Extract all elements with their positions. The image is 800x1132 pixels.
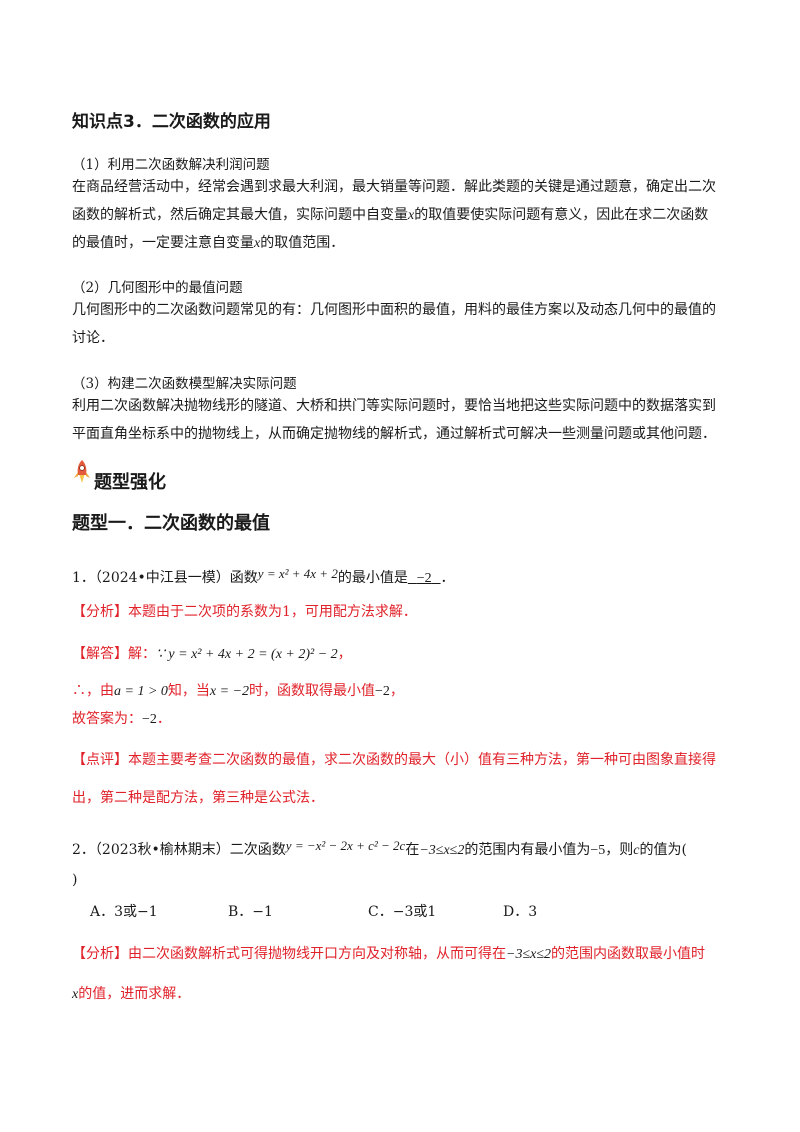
q1-stem: 1．（2024•中江县一模）函数y = x² + 4x + 2的最小值是 −2 … [72,560,455,593]
option-value: 3或−1 [114,904,158,920]
math-expression: a = 1 > 0 [114,684,168,699]
text-run: 本题由于二次项的系数为1，可用配方法求解． [128,604,417,620]
math-var: c [633,843,640,858]
text-run: 的取值要使实际问题有意义，因此在求二次函数 [414,207,709,223]
math-range: −3≤x≤2 [506,947,552,962]
q1-comment-line2: 出，第二种是配方法，第三种是公式法． [72,790,324,806]
q1-analysis: 【分析】本题由于二次项的系数为1，可用配方法求解． [72,598,417,626]
text-run: 本题主要考查二次函数的最值，求二次函数的最大（小）值有三种方法，第一种可由图象直… [128,752,716,768]
answer-blank: −2 [408,570,441,586]
math-expression: −2 [142,712,157,727]
text-run: 由二次函数解析式可得抛物线开口方向及对称轴，从而可得在 [128,946,506,962]
text-run: 的最小值是 [337,570,408,586]
q2-stem-cont: ) [72,872,78,888]
kp3-s2-line1: 几何图形中的二次函数问题常见的有：几何图形中面积的最值，用料的最佳方案以及动态几… [72,302,716,318]
kp3-s2-title: （2）几何图形中的最值问题 [72,280,243,296]
text-run: ， [337,646,352,662]
q1-comment-line1: 【点评】本题主要考查二次函数的最值，求二次函数的最大（小）值有三种方法，第一种可… [72,746,716,774]
math-range: −3≤x≤2 [419,843,465,858]
kp3-s3-line2: 平面直角坐标系中的抛物线上，从而确定抛物线的解析式，通过解析式可解决一些测量问题… [72,426,716,442]
text-run: 1．（2024•中江县一模）函数 [72,570,258,586]
option-label: D． [503,904,529,920]
math-expression: −5 [590,843,606,858]
text-run: 的范围内函数取最小值时 [551,946,706,962]
q2-analysis-line1: 【分析】由二次函数解析式可得抛物线开口方向及对称轴，从而可得在−3≤x≤2的范围… [72,940,705,969]
text-run: 故答案为： [72,711,142,727]
math-var: x [408,208,415,223]
kp3-s1-line3: 的最值时，一定要注意自变量x的取值范围． [72,229,344,258]
q2-option-d[interactable]: D．3 [503,898,537,926]
text-run: 的值，进而求解． [78,986,191,1002]
analysis-tag: 【分析】 [72,604,128,620]
q1-solution-line2: ∴，由a = 1 > 0知，当x = −2时，函数取得最小值−2， [72,677,404,706]
text-run: 知，当 [167,683,210,699]
text-run: ∴，由 [72,683,114,699]
rocket-icon [74,460,90,483]
math-expression: y = −x² − 2x + c² − 2c [285,838,406,853]
option-label: C． [368,904,393,920]
text-run: 的取值范围． [260,235,345,251]
q2-stem: 2．（2023秋•榆林期末）二次函数y = −x² − 2x + c² − 2c… [72,832,687,865]
q2-option-c[interactable]: C．−3或1 [368,898,436,926]
kp3-s1-title: （1）利用二次函数解决利润问题 [72,157,270,173]
math-expression: y = x² + 4x + 2 [257,566,338,581]
analysis-tag: 【分析】 [72,946,128,962]
q1-solution-line3: 故答案为：−2． [72,705,171,734]
text-run: 的最值时，一定要注意自变量 [72,235,254,251]
text-run: ， [389,683,404,699]
text-run: 在 [405,842,420,858]
text-run: 的值为( [639,842,687,858]
kp3-title: 知识点3．二次函数的应用 [72,112,271,132]
text-run: ． [156,711,171,727]
kp3-s1-line2: 函数的解析式，然后确定其最大值，实际问题中自变量x的取值要使实际问题有意义，因此… [72,201,708,230]
answer-value: −2 [416,571,432,586]
option-label: B． [228,904,253,920]
text-run: 解： [128,646,156,662]
option-value: 3 [528,904,538,920]
text-run: 函数的解析式，然后确定其最大值，实际问题中自变量 [72,207,408,223]
text-run: 时，函数取得最小值 [249,683,376,699]
math-var: x [72,987,79,1002]
math-expression: −2 [375,684,390,699]
text-run: 的范围内有最小值为 [464,842,591,858]
section-title: 题型强化 [94,472,166,493]
q1-solution: 【解答】解：∵ y = x² + 4x + 2 = (x + 2)² − 2， [72,640,352,669]
q2-option-b[interactable]: B．−1 [228,898,273,926]
kp3-s3-line1: 利用二次函数解决抛物线形的隧道、大桥和拱门等实际问题时，要恰当地把这些实际问题中… [72,398,716,414]
kp3-s3-title: （3）构建二次函数模型解决实际问题 [72,376,297,392]
option-label: A． [90,904,115,920]
option-value: −3或1 [392,904,437,920]
math-var: x [254,236,261,251]
type1-title: 题型一．二次函数的最值 [72,513,270,534]
option-value: −1 [252,904,273,920]
q2-analysis-line2: x的值，进而求解． [72,980,190,1009]
q2-option-a[interactable]: A．3或−1 [90,898,158,926]
math-expression: x = −2 [209,684,250,699]
text-run: ，则 [605,842,634,858]
solution-tag: 【解答】 [72,646,128,662]
text-run: 2．（2023秋•榆林期末）二次函数 [72,842,286,858]
kp3-s2-line2: 讨论． [72,330,114,346]
comment-tag: 【点评】 [72,752,128,768]
math-expression: ∵ y = x² + 4x + 2 = (x + 2)² − 2 [156,647,338,662]
text-run: ． [440,570,455,586]
kp3-s1-line1: 在商品经营活动中，经常会遇到求最大利润，最大销量等问题．解此类题的关键是通过题意… [72,179,716,195]
